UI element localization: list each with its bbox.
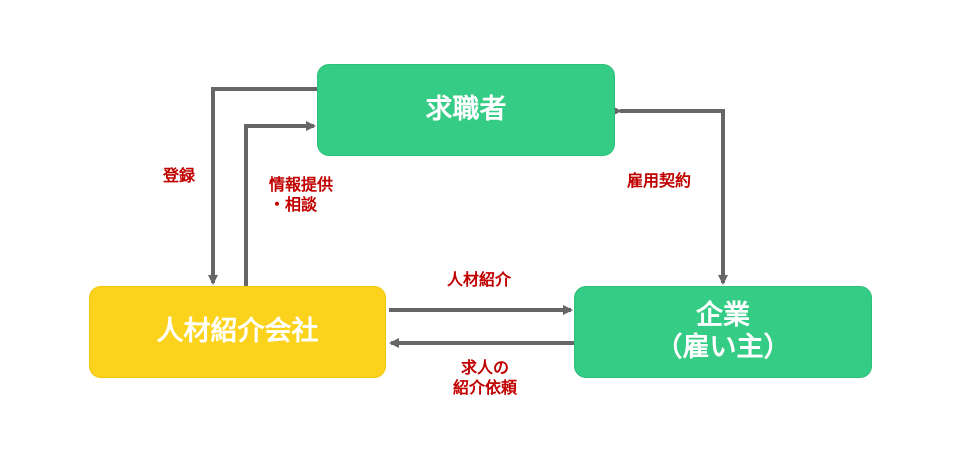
info-consult-line2: ・相談 (269, 195, 318, 214)
employment-contract-label: 雇用契約 (627, 171, 691, 191)
employment-contract-text: 雇用契約 (627, 171, 692, 190)
company-label-line1: 企業 (696, 299, 750, 331)
staffing-agency-label: 人材紹介会社 (156, 315, 319, 347)
staffing-agency-node: 人材紹介会社 (89, 286, 386, 378)
register-label: 登録 (163, 166, 195, 186)
job-request-label: 求人の 紹介依頼 (453, 358, 517, 398)
register-text: 登録 (163, 166, 196, 185)
info-consult-line1: 情報提供 (269, 175, 334, 194)
job-request-line1: 求人の (461, 358, 510, 377)
company-node: 企業 （雇い主） (574, 286, 872, 378)
jobseeker-label: 求職者 (425, 93, 507, 125)
info-consult-arrow (244, 121, 316, 286)
introduction-text: 人材紹介 (447, 270, 512, 289)
info-consult-label: 情報提供 ・相談 (269, 175, 333, 215)
company-label-line2: （雇い主） (655, 332, 791, 363)
employment-contract-arrow (612, 106, 728, 285)
job-request-line2: 紹介依頼 (453, 378, 518, 397)
jobseeker-node: 求職者 (317, 64, 615, 156)
introduction-label: 人材紹介 (447, 270, 511, 290)
register-arrow (208, 87, 317, 285)
